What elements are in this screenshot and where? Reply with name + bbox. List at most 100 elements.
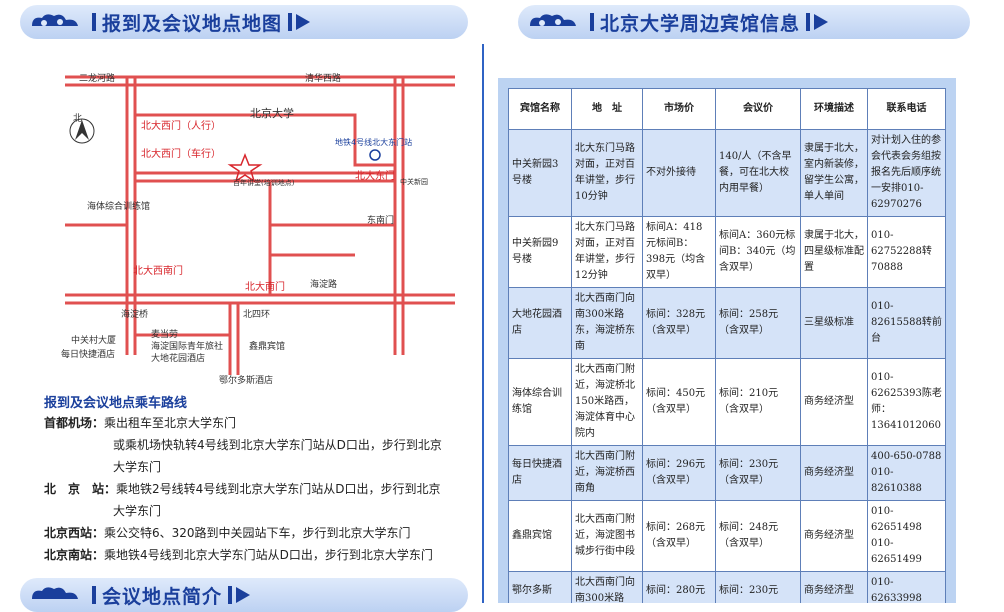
hotel-section-banner: 北京大学周边宾馆信息 (518, 5, 970, 39)
table-cell: 140/人（不含早餐，可在北大校内用早餐） (715, 129, 801, 217)
table-cell: 标间：248元（含双早） (715, 500, 801, 572)
table-cell: 北大西南门附近，海淀桥北150米路西，海淀体育中心院内 (571, 358, 643, 446)
table-cell: 标间：450元（含双早） (642, 358, 716, 446)
route-line-2: 或乘机场快轨转4号线到北京大学东门站从D口出，步行到北京 (113, 438, 442, 452)
cloud-ornament-icon (28, 10, 86, 34)
map-label-haiti: 海体综合训练馆 (87, 202, 151, 212)
table-cell: 010-62625393陈老师：13641012060 (867, 358, 946, 446)
banner-bar (806, 13, 811, 31)
banner-bar (590, 13, 594, 31)
map-label-haidian-bridge: 海淀桥 (121, 310, 149, 320)
table-cell: 每日快捷酒店 (508, 445, 572, 501)
table-cell: 商务经济型 (800, 358, 868, 446)
header-cell: 联系电话 (867, 88, 946, 130)
table-row: 鄂尔多斯 北大西南门向南300米路 标间：280元 标间：230元 商务经济型 … (508, 571, 946, 603)
table-cell: 商务经济型 (800, 500, 868, 572)
intro-section-banner: 会议地点简介 (20, 578, 468, 612)
hotel-table: 宾馆名称 地 址 市场价 会议价 环境描述 联系电话 中关新园3号楼 北大东门马… (508, 88, 946, 603)
table-cell: 商务经济型 (800, 445, 868, 501)
map-label-west-gate-car: 北大西门（车行） (141, 149, 221, 160)
map-label-north: 北 (73, 114, 83, 124)
table-cell: 商务经济型 (800, 571, 868, 603)
map-label-dadi: 大地花园酒店 (151, 354, 206, 364)
table-row: 鑫鼎宾馆 北大西南门附近，海淀图书城步行街中段 标间：268元（含双早） 标间：… (508, 500, 946, 572)
route-line-1: 首都机场：乘出租车至北京大学东门 (44, 416, 237, 430)
column-divider (482, 44, 484, 603)
table-cell: 标间：296元（含双早） (642, 445, 716, 501)
map-label-mcd: 麦当劳 (151, 330, 179, 340)
banner-bar (92, 13, 96, 31)
header-cell: 市场价 (642, 88, 716, 130)
table-cell: 隶属于北大，室内新装修，留学生公寓，单人单间 (800, 129, 868, 217)
map-label-hostel: 海淀国际青年旅社 (151, 342, 224, 352)
campus-map: 二龙河路 清华西路 北京大学 北 北大西门（人行） 北大西门（车行） 百年讲堂(… (55, 55, 465, 386)
table-cell: 北大西南门向南300米路 (571, 571, 643, 603)
arrow-right-icon (236, 587, 251, 603)
table-row: 大地花园酒店 北大西南门向南300米路东，海淀桥东南 标间：328元（含双早） … (508, 287, 946, 359)
table-row: 中关新园3号楼 北大东门马路对面，正对百年讲堂，步行10分钟 不对外接待 140… (508, 129, 946, 217)
table-row: 中关新园9号楼 北大东门马路对面，正对百年讲堂，步行12分钟 标间A：418元标… (508, 216, 946, 288)
banner-bar (288, 13, 293, 31)
map-label-west-gate-walk: 北大西门（人行） (141, 121, 221, 132)
table-cell: 大地花园酒店 (508, 287, 572, 359)
table-cell: 海体综合训练馆 (508, 358, 572, 446)
map-label-southeast-gate: 东南门 (367, 216, 395, 226)
route-line-5: 大学东门 (113, 504, 162, 518)
table-cell: 标间：230元 (715, 571, 801, 603)
map-roads (65, 75, 455, 375)
table-cell: 010-62651498 010-62651499 (867, 500, 946, 572)
table-cell: 北大西南门附近，海淀桥西南角 (571, 445, 643, 501)
table-cell: 400-650-0788 010-82610388 (867, 445, 946, 501)
table-row: 海体综合训练馆 北大西南门附近，海淀桥北150米路西，海淀体育中心院内 标间：4… (508, 358, 946, 446)
header-cell: 环境描述 (800, 88, 868, 130)
map-label-pku: 北京大学 (250, 107, 294, 120)
table-cell: 不对外接待 (642, 129, 716, 217)
map-label-meiri: 每日快捷酒店 (61, 350, 116, 360)
header-cell: 宾馆名称 (508, 88, 572, 130)
table-cell: 标间：268元（含双早） (642, 500, 716, 572)
map-label-bei-sihuan: 北四环 (243, 310, 271, 320)
map-section-banner: 报到及会议地点地图 (20, 5, 468, 39)
table-cell: 隶属于北大，四星级标准配置 (800, 216, 868, 288)
table-cell: 标间：210元（含双早） (715, 358, 801, 446)
arrow-right-icon (296, 14, 311, 30)
table-cell: 北大东门马路对面，正对百年讲堂，步行10分钟 (571, 129, 643, 217)
table-cell: 北大西南门向南300米路东，海淀桥东南 (571, 287, 643, 359)
table-cell: 鑫鼎宾馆 (508, 500, 572, 572)
map-label-subway: 地铁4号线北大东门站 (335, 138, 413, 147)
map-label-eerduosi: 鄂尔多斯酒店 (219, 376, 274, 386)
hotel-section-title: 北京大学周边宾馆信息 (600, 12, 801, 35)
map-label-venue: 百年讲堂(培训地点) (233, 179, 295, 187)
table-cell: 北大东门马路对面，正对百年讲堂，步行12分钟 (571, 216, 643, 288)
cloud-ornament-icon (526, 10, 584, 34)
map-label-south-gate: 北大南门 (245, 282, 285, 293)
banner-bar (92, 586, 96, 604)
route-line-6: 北京西站：乘公交特6、320路到中关园站下车，步行到北京大学东门 (44, 526, 411, 540)
intro-section-title: 会议地点简介 (102, 585, 223, 608)
map-label-zhongguanyuan: 中关新园 (400, 178, 428, 186)
map-label-xinding: 鑫鼎宾馆 (249, 342, 286, 352)
map-label-erlong: 二龙河路 (79, 74, 116, 84)
map-label-haidian-road: 海淀路 (310, 280, 338, 290)
map-label-zgc-daxia: 中关村大厦 (71, 336, 117, 346)
table-cell: 中关新园9号楼 (508, 216, 572, 288)
table-cell: 标间A：360元标间B：340元（均含双早） (715, 216, 801, 288)
cloud-ornament-icon (28, 583, 86, 607)
route-line-3: 大学东门 (113, 460, 162, 474)
table-cell: 三星级标准 (800, 287, 868, 359)
map-section-title: 报到及会议地点地图 (102, 12, 283, 35)
table-cell: 标间：280元 (642, 571, 716, 603)
map-label-east-gate: 北大东门 (355, 171, 395, 182)
hotel-table-panel: 宾馆名称 地 址 市场价 会议价 环境描述 联系电话 中关新园3号楼 北大东门马… (498, 78, 956, 603)
map-label-qinghua: 清华西路 (305, 74, 342, 84)
map-label-southwest-gate: 北大西南门 (133, 266, 183, 277)
table-cell: 中关新园3号楼 (508, 129, 572, 217)
table-cell: 标间：230元（含双早） (715, 445, 801, 501)
table-row: 每日快捷酒店 北大西南门附近，海淀桥西南角 标间：296元（含双早） 标间：23… (508, 445, 946, 501)
route-line-7: 北京南站：乘地铁4号线到北京大学东门站从D口出，步行到北京大学东门 (44, 548, 433, 562)
table-header-row: 宾馆名称 地 址 市场价 会议价 环境描述 联系电话 (508, 88, 946, 130)
route-line-4: 北 京 站：乘地铁2号线转4号线到北京大学东门站从D口出，步行到北京 (44, 482, 441, 496)
table-cell: 对计划入住的参会代表会务组按报名先后顺序统一安排010-62970276 (867, 129, 946, 217)
table-cell: 标间A：418元标间B：398元（均含双早） (642, 216, 716, 288)
table-cell: 010-62633998 (867, 571, 946, 603)
